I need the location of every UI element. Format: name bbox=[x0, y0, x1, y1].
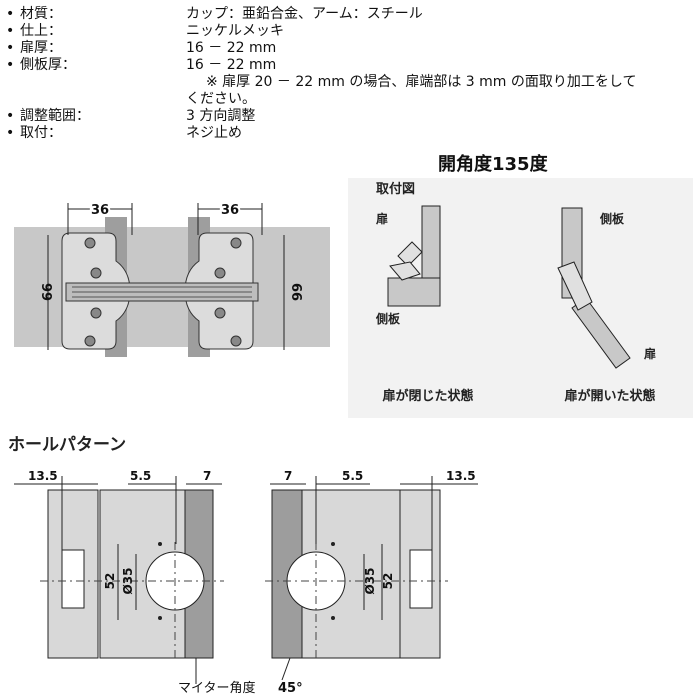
bullet: • bbox=[6, 108, 15, 124]
hole-pattern-drawing: 13.5 5.5 7 52 Ø35 7 5.5 13.5 Ø35 52 マイター… bbox=[14, 469, 478, 696]
spec-row-adjustment: • 調整範囲： 3 方向調整 bbox=[6, 108, 696, 125]
hole-pattern-title: ホールパターン bbox=[8, 435, 127, 455]
screw-icon bbox=[84, 237, 96, 249]
spec-row-finish: • 仕上： ニッケルメッキ bbox=[6, 23, 696, 40]
screw-icon bbox=[214, 267, 226, 279]
dim-36-left: 36 bbox=[91, 203, 109, 218]
dim-36-left-bg: 36 bbox=[91, 203, 109, 218]
spec-value: ネジ止め bbox=[186, 125, 242, 141]
dim-5-5-right: 5.5 bbox=[342, 469, 363, 483]
spec-row-door-thickness: • 扉厚： 16 － 22 mm bbox=[6, 40, 696, 57]
dim-7-right: 7 bbox=[284, 469, 292, 483]
closed-caption: 扉が閉じた状態 bbox=[382, 388, 473, 404]
spec-value: ニッケルメッキ bbox=[186, 23, 284, 39]
miter-value: 45° bbox=[278, 681, 303, 696]
screw-icon bbox=[90, 267, 102, 279]
screw-icon bbox=[84, 335, 96, 347]
bullet: • bbox=[6, 23, 15, 39]
open-hinge-arm bbox=[557, 261, 593, 311]
screw-icon bbox=[214, 307, 226, 319]
bullet: • bbox=[6, 40, 15, 56]
right-plate-slot bbox=[409, 549, 433, 609]
bullet: • bbox=[6, 57, 15, 73]
screw-icon bbox=[90, 307, 102, 319]
spec-value: 3 方向調整 bbox=[186, 108, 256, 124]
dim-35-right: Ø35 bbox=[363, 568, 377, 595]
dim-36-right-bg: 36 bbox=[221, 203, 239, 218]
label-side: 側板 bbox=[375, 311, 401, 326]
dim-66-right: 66 bbox=[288, 283, 303, 301]
spec-label: 取付： bbox=[20, 125, 62, 141]
spec-value: 16 － 22 mm bbox=[186, 57, 277, 73]
pilot-hole bbox=[331, 542, 335, 546]
spec-label: 仕上： bbox=[20, 23, 62, 39]
spec-row-material: • 材質： カップ：亜鉛合金、アーム：スチール bbox=[6, 6, 696, 23]
closed-hinge-arm bbox=[389, 261, 421, 281]
spec-note-line1: ※ 扉厚 20 － 22 mm の場合、扉端部は 3 mm の面取り加工をして bbox=[206, 74, 637, 90]
closed-side-panel bbox=[387, 277, 441, 307]
screw-icon bbox=[230, 237, 242, 249]
label-door: 扉 bbox=[376, 211, 388, 226]
bullet: • bbox=[6, 125, 15, 141]
pilot-hole bbox=[331, 616, 335, 620]
pilot-hole bbox=[158, 616, 162, 620]
dim-35-left: Ø35 bbox=[121, 568, 135, 595]
dim-7-left: 7 bbox=[203, 469, 211, 483]
spec-row-side-thickness: • 側板厚： 16 － 22 mm bbox=[6, 57, 696, 74]
pilot-hole bbox=[158, 542, 162, 546]
spec-label: 扉厚： bbox=[20, 40, 62, 56]
dim-13-5-left: 13.5 bbox=[28, 469, 58, 483]
opening-angle-title: 開角度135度 bbox=[438, 154, 548, 175]
spec-label: 側板厚： bbox=[20, 57, 76, 73]
spec-value: カップ：亜鉛合金、アーム：スチール bbox=[186, 6, 423, 22]
miter-label: マイター角度 bbox=[178, 680, 255, 696]
left-plate-slot bbox=[61, 549, 85, 609]
dim-36-right: 36 bbox=[221, 203, 239, 218]
spec-label: 調整範囲： bbox=[20, 108, 90, 124]
mounting-diagram: 取付図 扉 側板 扉が閉じた状態 側板 扉 扉が開いた状態 bbox=[348, 178, 693, 418]
dim-5-5-left: 5.5 bbox=[130, 469, 151, 483]
open-caption: 扉が開いた状態 bbox=[564, 388, 655, 404]
spec-label: 材質： bbox=[20, 6, 62, 22]
label-side-open: 側板 bbox=[599, 211, 625, 226]
bullet: • bbox=[6, 6, 15, 22]
hinge-drawing: 36 36 36 36 66 66 bbox=[14, 201, 330, 357]
dim-52-right: 52 bbox=[381, 573, 395, 590]
spec-row-mounting: • 取付： ネジ止め bbox=[6, 125, 696, 142]
spec-value: 16 － 22 mm bbox=[186, 40, 277, 56]
spec-note-line2: ください。 bbox=[186, 91, 256, 107]
screw-icon bbox=[230, 335, 242, 347]
dim-52-left: 52 bbox=[103, 573, 117, 590]
dim-66-left: 66 bbox=[41, 283, 56, 301]
spec-list: • 材質： カップ：亜鉛合金、アーム：スチール • 仕上： ニッケルメッキ • … bbox=[6, 6, 696, 142]
label-door-open: 扉 bbox=[644, 346, 656, 361]
mount-title: 取付図 bbox=[376, 181, 415, 197]
leader-line bbox=[281, 657, 291, 681]
dim-13-5-right: 13.5 bbox=[446, 469, 476, 483]
